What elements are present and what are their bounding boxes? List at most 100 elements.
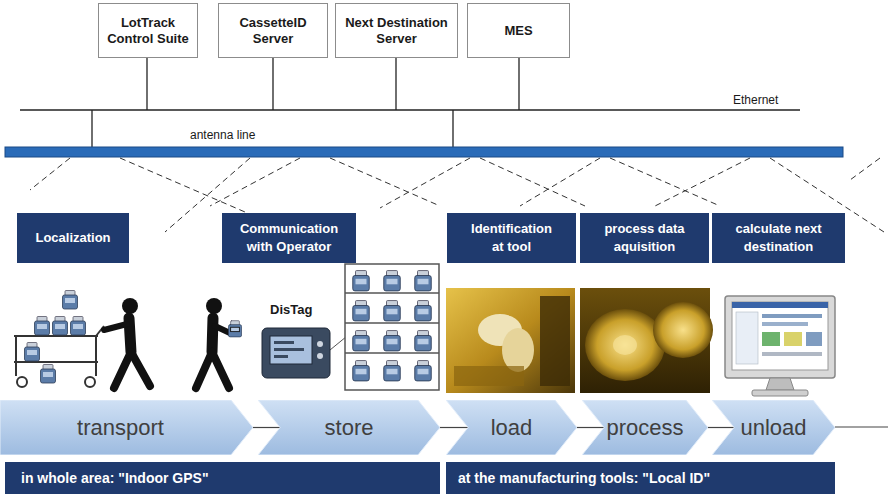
computer-monitor [725,296,835,396]
distag-device [317,353,323,359]
node-text: unload [740,415,806,441]
function-box: Communication with Operator [222,213,356,263]
area-band: in whole area: "Indoor GPS" [5,462,440,494]
computer-monitor [736,312,758,364]
radio-range-lines [210,158,300,206]
chevron-outline [0,400,253,455]
computer-monitor [762,352,822,356]
walking-person [196,298,242,388]
network-label: Ethernet [733,93,778,107]
radio-range-lines [850,158,880,180]
computer-monitor [762,314,822,318]
walking-person [122,298,138,314]
walking-person [196,352,212,388]
radio-range-lines [120,158,245,212]
transport-cart [14,291,104,388]
chevron-outline [258,400,440,455]
ethernet-wires [20,109,800,110]
distag-device [274,348,304,351]
ethernet-wires [518,58,519,110]
transport-cart [85,377,95,387]
node-text: process [606,415,683,441]
walking-person [228,321,241,337]
distag-device [262,328,330,378]
process-step-chevron: process [582,400,708,455]
process-step-chevron: store [258,400,440,455]
radio-range-lines [330,158,440,206]
computer-monitor [806,332,822,346]
storage-shelf [384,361,401,381]
node-text: Next Destination Server [342,15,451,46]
process-step-chevron: unload [712,400,835,455]
walking-person [131,352,150,386]
server-box: MES [467,3,570,58]
distag-device [270,336,312,364]
computer-monitor [766,378,794,390]
transport-cart [63,291,78,310]
node-text: load [491,415,533,441]
walking-person [114,352,131,388]
process-flow-line [835,426,888,427]
chevron-outline [582,400,708,455]
storage-shelf [415,301,432,321]
storage-shelf [353,301,370,321]
node-text: process data aquisition [592,220,697,255]
ethernet-wires [272,58,273,110]
transport-cart [17,377,27,387]
node-text: transport [77,415,164,441]
server-box: Next Destination Server [335,3,458,58]
area-band: at the manufacturing tools: "Local ID" [446,462,835,494]
function-box: Localization [17,213,129,263]
storage-shelf [384,331,401,351]
radio-range-lines [380,158,470,208]
storage-shelf [345,292,439,294]
node-text: store [325,415,374,441]
walking-person [212,318,213,352]
function-box: Identification at tool [447,213,576,263]
transport-cart [41,365,56,384]
transport-cart [25,343,40,362]
antenna-line [5,147,843,157]
network-label: antenna line [190,128,255,142]
storage-shelf [345,264,439,390]
function-box: calculate next destination [712,213,845,263]
tool-loading-photo [446,288,575,393]
function-box: process data aquisition [580,213,709,263]
storage-shelf [353,331,370,351]
tool-loading-photo [454,366,524,386]
node-text: Identification at tool [467,220,556,255]
node-text: Communication with Operator [234,220,344,255]
wafer-process-photo [613,335,637,355]
storage-shelf [415,271,432,291]
storage-shelf [345,352,439,354]
server-box: LotTrack Control Suite [98,3,198,58]
node-text: LotTrack Control Suite [104,15,192,46]
storage-shelf [345,264,439,390]
ethernet-wires [20,58,800,147]
storage-shelf [345,322,439,324]
radio-range-lines [520,158,600,206]
storage-shelf [353,271,370,291]
flow-connector [708,427,734,428]
tool-loading-photo [540,296,570,386]
wafer-process-photo [580,288,713,393]
distag-device [317,341,323,347]
node-text: in whole area: "Indoor GPS" [21,470,209,486]
flow-connector [253,427,280,428]
computer-monitor [762,332,780,346]
transport-cart [15,336,17,376]
ethernet-wires [395,58,396,110]
computer-monitor [752,390,808,396]
computer-monitor [762,322,808,326]
node-text: MES [504,23,532,39]
storage-shelf [384,301,401,321]
transport-cart [71,317,86,336]
flow-connector [440,427,468,428]
transport-cart [53,317,68,336]
storage-shelf [415,361,432,381]
computer-monitor [732,302,828,370]
transport-cart [95,336,97,376]
chevron-outline [446,400,577,455]
walking-person [104,324,127,330]
